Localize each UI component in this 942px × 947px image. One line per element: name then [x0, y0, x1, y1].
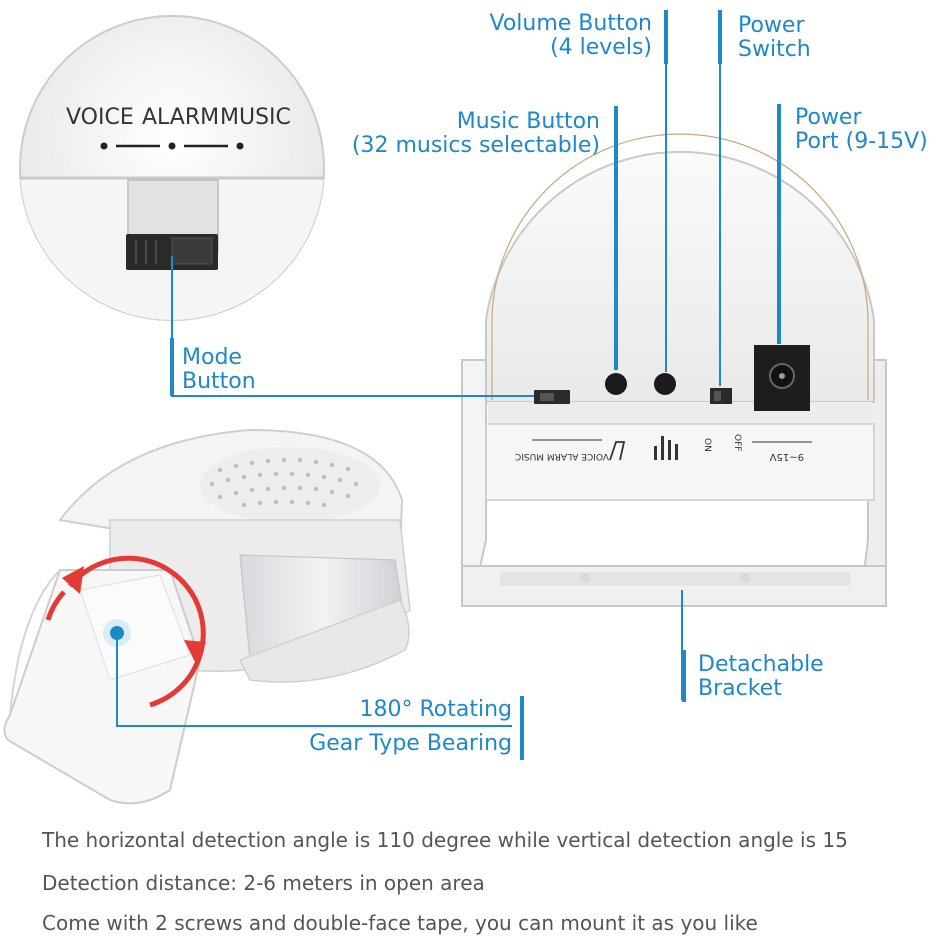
music-note-icon [609, 441, 626, 461]
panel-off-print: OFF [732, 434, 742, 451]
panel-power-print: 9~15V [752, 441, 812, 462]
callout-volume-button: Volume Button (4 levels) [489, 12, 652, 60]
bracket-callout-bar [682, 650, 686, 702]
panel-mode-label: VOICE ALARM MUSIC [515, 451, 609, 461]
panel-on-label: ON [702, 438, 712, 452]
callout-power-switch-line2: Switch [738, 37, 811, 62]
receiver-unit: VOICE ALARM MUSIC ON OFF 9~15V [461, 133, 887, 607]
mode-switch-inset: VOICE ALARM MUSIC [19, 15, 325, 321]
callout-bracket-line1: Detachable [698, 652, 824, 677]
inset-dot-music [236, 142, 244, 150]
mode-callout-bar [170, 338, 174, 396]
callout-rotating-bearing: 180° Rotating Gear Type Bearing [309, 698, 512, 756]
info-detection-angle: The horizontal detection angle is 110 de… [42, 828, 848, 852]
callout-music-line2: (32 musics selectable) [351, 133, 600, 158]
callout-mode-line1: Mode [182, 345, 242, 370]
volume-bars-icon [654, 436, 678, 460]
callout-power-switch: Power Switch [738, 14, 811, 62]
music-button[interactable] [605, 373, 627, 395]
speaker-grille [209, 457, 359, 508]
callout-detachable-bracket: Detachable Bracket [698, 653, 824, 701]
rotation-arrowhead-right [184, 640, 206, 664]
callout-music-line1: Music Button [456, 109, 600, 134]
callout-bearing-line1: 180° Rotating [359, 697, 513, 722]
callout-volume-line2: (4 levels) [550, 35, 652, 60]
leader-bearing [116, 640, 512, 727]
callout-power-port: Power Port (9-15V) [795, 106, 928, 154]
rotation-arrowhead-top [62, 566, 84, 594]
leader-mode [171, 256, 534, 397]
callout-power-port-line2: Port (9-15V) [795, 129, 928, 154]
inset-label-music: MUSIC [220, 105, 291, 130]
callout-bearing-line2: Gear Type Bearing [309, 731, 512, 756]
volume-button[interactable] [654, 373, 676, 395]
callout-volume-line1: Volume Button [489, 11, 652, 36]
power-switch-callout-bar [718, 10, 722, 64]
panel-power-label: 9~15V [770, 451, 804, 462]
callout-mode-button: Mode Button [182, 346, 256, 394]
motion-sensor [3, 428, 411, 805]
volume-callout-bar [664, 10, 668, 64]
callout-music-button: Music Button (32 musics selectable) [352, 110, 600, 158]
inset-label-alarm: ALARM [142, 105, 219, 130]
panel-on-print: ON [702, 438, 712, 452]
inset-dot-alarm [168, 142, 176, 150]
callout-power-port-line1: Power [795, 105, 862, 130]
callout-mode-line2: Button [182, 369, 256, 394]
info-mounting: Come with 2 screws and double-face tape,… [42, 911, 758, 935]
bearing-indicator [110, 626, 124, 640]
bearing-callout-bar [520, 696, 524, 760]
inset-label-voice: VOICE [66, 105, 134, 130]
inset-dot-voice [100, 142, 108, 150]
panel-off-label: OFF [732, 434, 742, 451]
callout-power-switch-line1: Power [738, 13, 805, 38]
rotation-arrow [68, 555, 206, 708]
callout-bracket-line2: Bracket [698, 676, 782, 701]
info-detection-distance: Detection distance: 2-6 meters in open a… [42, 871, 485, 895]
panel-mode-print: VOICE ALARM MUSIC [515, 439, 609, 461]
